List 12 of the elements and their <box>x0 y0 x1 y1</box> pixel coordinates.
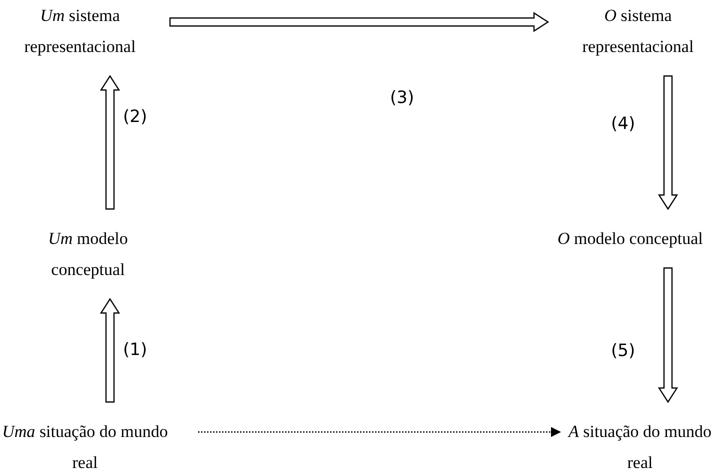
block-arrow <box>658 267 678 404</box>
text-label: O sistema representacional <box>568 0 708 62</box>
text-label: Um sistema representacional <box>10 0 150 62</box>
block-arrow <box>100 74 120 210</box>
text-label: O modelo conceptual <box>558 222 703 254</box>
block-arrow <box>658 75 678 210</box>
dotted-arrow <box>198 427 561 437</box>
text-label: Uma situação do mundo real <box>2 416 168 475</box>
block-arrow <box>100 298 120 403</box>
text-label: A situação do mundo real <box>565 416 715 475</box>
text-label: Um modelo conceptual <box>33 223 143 285</box>
block-arrow <box>169 12 550 32</box>
